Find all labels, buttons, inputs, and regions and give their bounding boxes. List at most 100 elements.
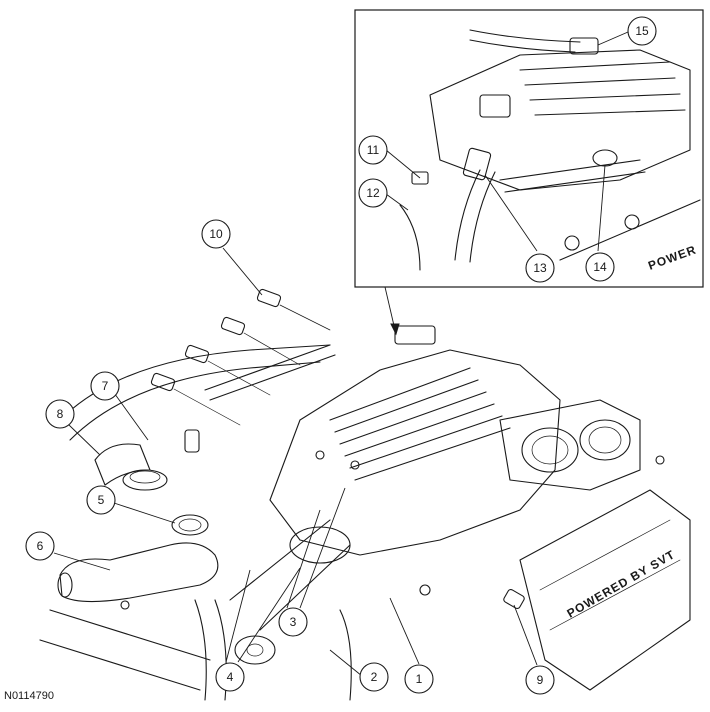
coil-connector-b (220, 316, 246, 336)
leader-4a (225, 569, 251, 663)
inset-sensor-top (479, 94, 511, 118)
callout-9-label: 9 (537, 673, 544, 687)
inset-rib-3 (529, 93, 681, 101)
callout-13: 13 (525, 253, 555, 283)
bolt-3 (350, 460, 360, 470)
callout-2-label: 2 (371, 670, 378, 684)
supercharger-rib-4 (344, 403, 495, 457)
callout-10: 10 (201, 219, 231, 249)
callout-14: 14 (585, 252, 615, 282)
callout-10-label: 10 (209, 227, 223, 241)
hose-clamp (171, 514, 209, 536)
leader-10 (222, 247, 263, 296)
callout-3-label: 3 (290, 615, 297, 629)
throttle-body (499, 399, 641, 491)
leader-14 (597, 164, 606, 252)
coolant-hose-right (339, 609, 352, 701)
coil-wire-c (207, 360, 271, 396)
hose-clamp-inner (178, 518, 202, 532)
idler-pulley-hub (246, 643, 264, 657)
coil-connectors (150, 288, 331, 426)
supercharger-rib-2 (334, 379, 479, 433)
leader-4b (237, 567, 301, 663)
leader-5 (113, 502, 176, 524)
hose-end-6 (57, 572, 73, 598)
coil-wire-d (173, 388, 241, 426)
callout-11: 11 (358, 135, 388, 165)
leader-2 (329, 649, 363, 677)
callout-14-label: 14 (593, 260, 607, 274)
drive-belt (229, 519, 351, 631)
leader-lines (53, 31, 629, 677)
inset-valve-cover (559, 199, 701, 261)
coil-wire-a (279, 304, 331, 331)
inset-supercharger (429, 49, 691, 191)
valve-cover-emboss: POWERED BY SVT (565, 547, 678, 620)
upper-radiator-hose (94, 443, 151, 486)
bolt-1 (120, 600, 130, 610)
inset-hose-top (469, 29, 581, 53)
callout-1: 1 (404, 664, 434, 694)
valve-cover-right (519, 489, 691, 691)
leader-15 (597, 31, 629, 46)
inset-connector-15 (569, 37, 599, 55)
callout-4-label: 4 (227, 670, 234, 684)
fuel-rail-left (204, 344, 331, 391)
coil-connector-a (256, 288, 282, 308)
callout-15: 15 (627, 16, 657, 46)
callout-6-label: 6 (37, 539, 44, 553)
map-sensor (394, 325, 436, 345)
inset-connector-11 (411, 171, 429, 185)
callout-7-label: 7 (102, 379, 109, 393)
sensor-connector (184, 429, 200, 453)
inset-pointer-arrow (390, 323, 400, 336)
callout-9: 9 (525, 665, 555, 695)
radiator-cap (122, 469, 168, 491)
valve-cover-rib (539, 519, 671, 591)
inset-rib-4 (534, 109, 686, 116)
supercharger-rib-1 (329, 367, 471, 421)
sensor-connector-9 (503, 588, 525, 610)
inset-bolt-1 (564, 235, 580, 251)
callout-12: 12 (358, 178, 388, 208)
leader-9 (513, 604, 538, 666)
leader-3a (286, 509, 321, 609)
leader-6 (53, 552, 111, 571)
fuel-rail-left-2 (209, 354, 336, 401)
callout-5: 5 (86, 485, 116, 515)
leader-11 (385, 149, 421, 179)
callout-6: 6 (25, 531, 55, 561)
throttle-bore-right (579, 419, 631, 461)
callout-2: 2 (359, 662, 389, 692)
leader-12 (385, 193, 409, 211)
inset: POWER (354, 9, 704, 288)
bolt-2 (419, 584, 431, 596)
frame-rail-lower (39, 609, 211, 691)
throttle-bore-right-inner (588, 426, 622, 454)
valve-cover-rib-2 (549, 559, 681, 631)
figure-id: N0114790 (4, 690, 54, 702)
inset-rib-1 (519, 61, 671, 71)
leader-7 (111, 389, 149, 441)
bolt-5 (655, 455, 665, 465)
callout-13-label: 13 (533, 261, 547, 275)
supercharger-rib-6 (354, 427, 511, 481)
callout-12-label: 12 (366, 186, 380, 200)
inset-pointer (384, 286, 396, 331)
leader-13 (484, 174, 538, 252)
coil-connector-c (184, 344, 210, 364)
callout-1-label: 1 (416, 672, 423, 686)
supercharger-body (269, 349, 561, 556)
throttle-bore-left-inner (531, 435, 569, 465)
engine-drawing: POWERED BY SVT (39, 288, 691, 701)
supercharger-rib-3 (339, 391, 487, 445)
frame-rail-upper (59, 344, 331, 421)
callout-8-label: 8 (57, 407, 64, 421)
leader-8 (68, 424, 101, 456)
inset-rib-2 (524, 77, 676, 86)
inset-fuel-rail (499, 159, 646, 193)
inset-connector-13 (462, 147, 492, 181)
frame-rail-upper-2 (69, 361, 321, 441)
idler-pulley (234, 635, 276, 665)
